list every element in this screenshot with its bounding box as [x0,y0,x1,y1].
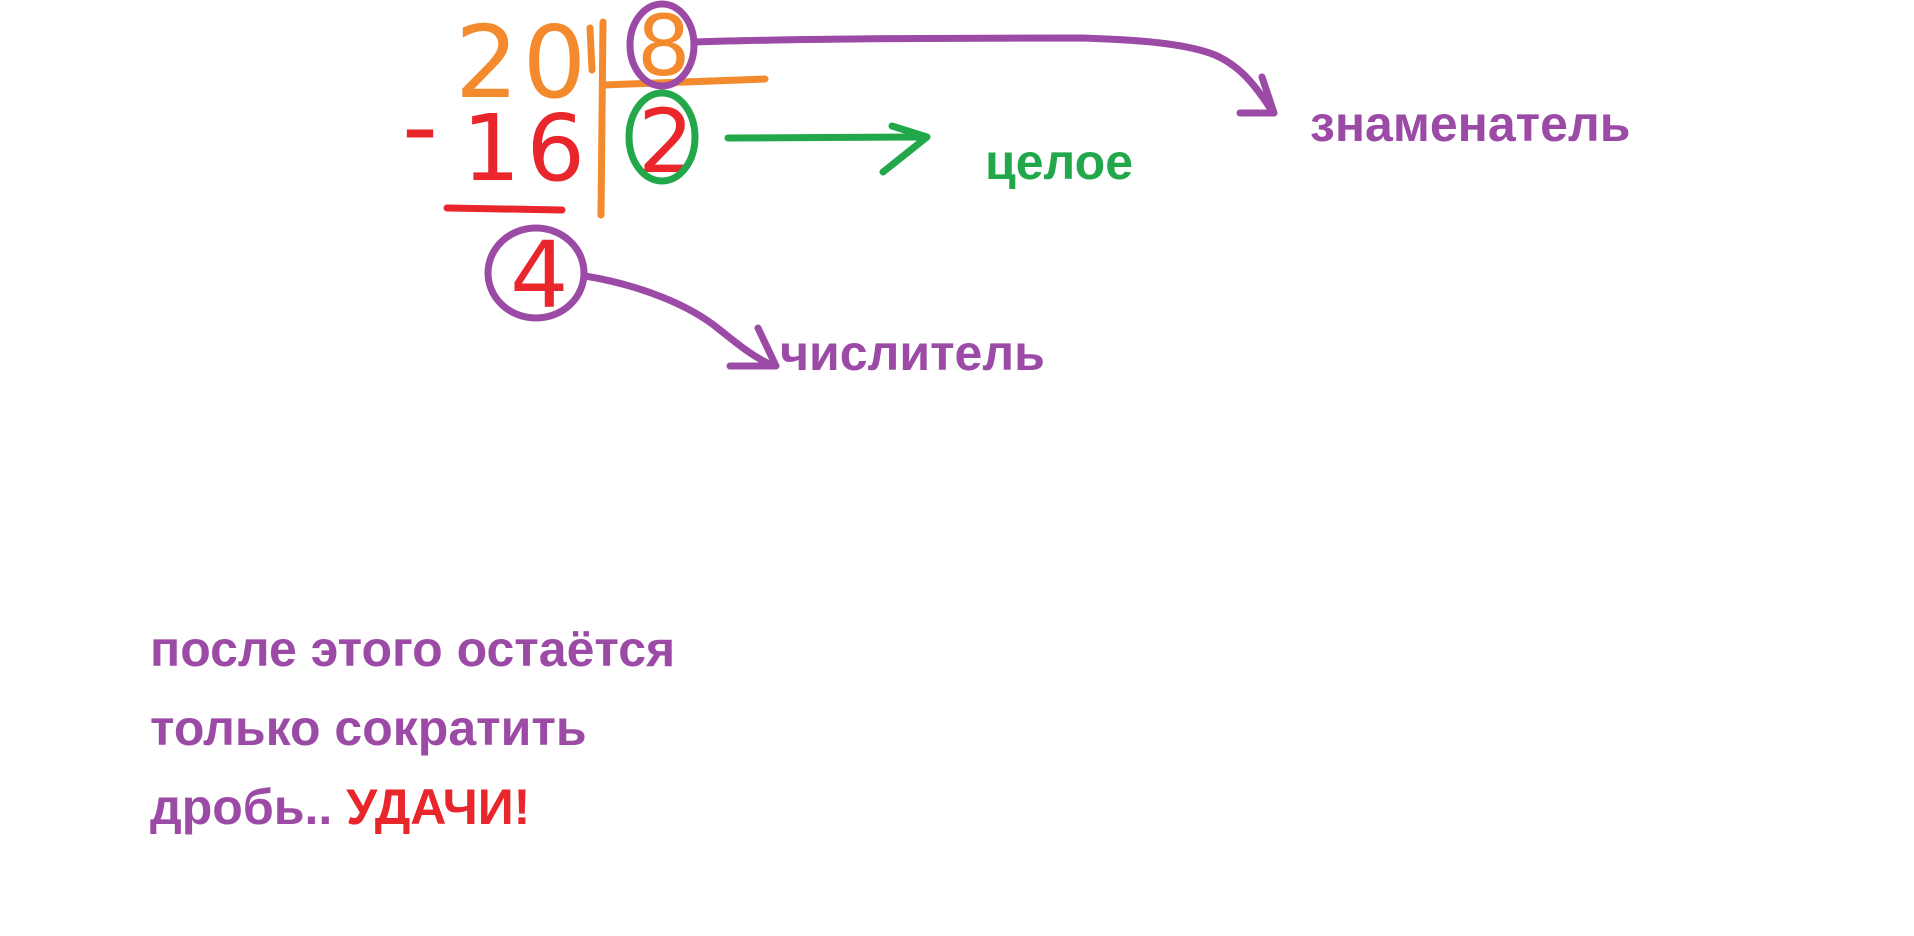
dividend-tick [586,24,596,74]
numerator-arrow [581,272,776,369]
dividend: 20 [455,4,590,121]
whole-label: целое [985,134,1133,190]
denominator-arrowhead [1236,73,1278,117]
minus-sign: - [402,68,438,185]
note-line-2: только сократить [150,700,587,756]
division-bracket-horizontal [599,75,769,89]
subtrahend: 16 [462,95,591,202]
subtraction-line [443,204,566,214]
denominator-arrow [690,34,1274,112]
numerator-label: числитель [780,325,1045,381]
note-line-3: дробь.. УДАЧИ! [150,768,675,847]
closing-note: после этого остаётся только сократить др… [150,610,675,847]
good-luck-text: УДАЧИ! [346,779,531,835]
numerator-arrowhead [726,324,780,370]
quotient-circle [625,89,699,185]
whole-arrowhead [879,122,931,176]
whole-arrow [724,133,929,142]
division-bracket-vertical [597,18,607,219]
note-line-1: после этого остаётся [150,621,676,677]
denominator-label: знаменатель [1310,96,1631,152]
note-line-3-prefix: дробь.. [150,779,347,835]
